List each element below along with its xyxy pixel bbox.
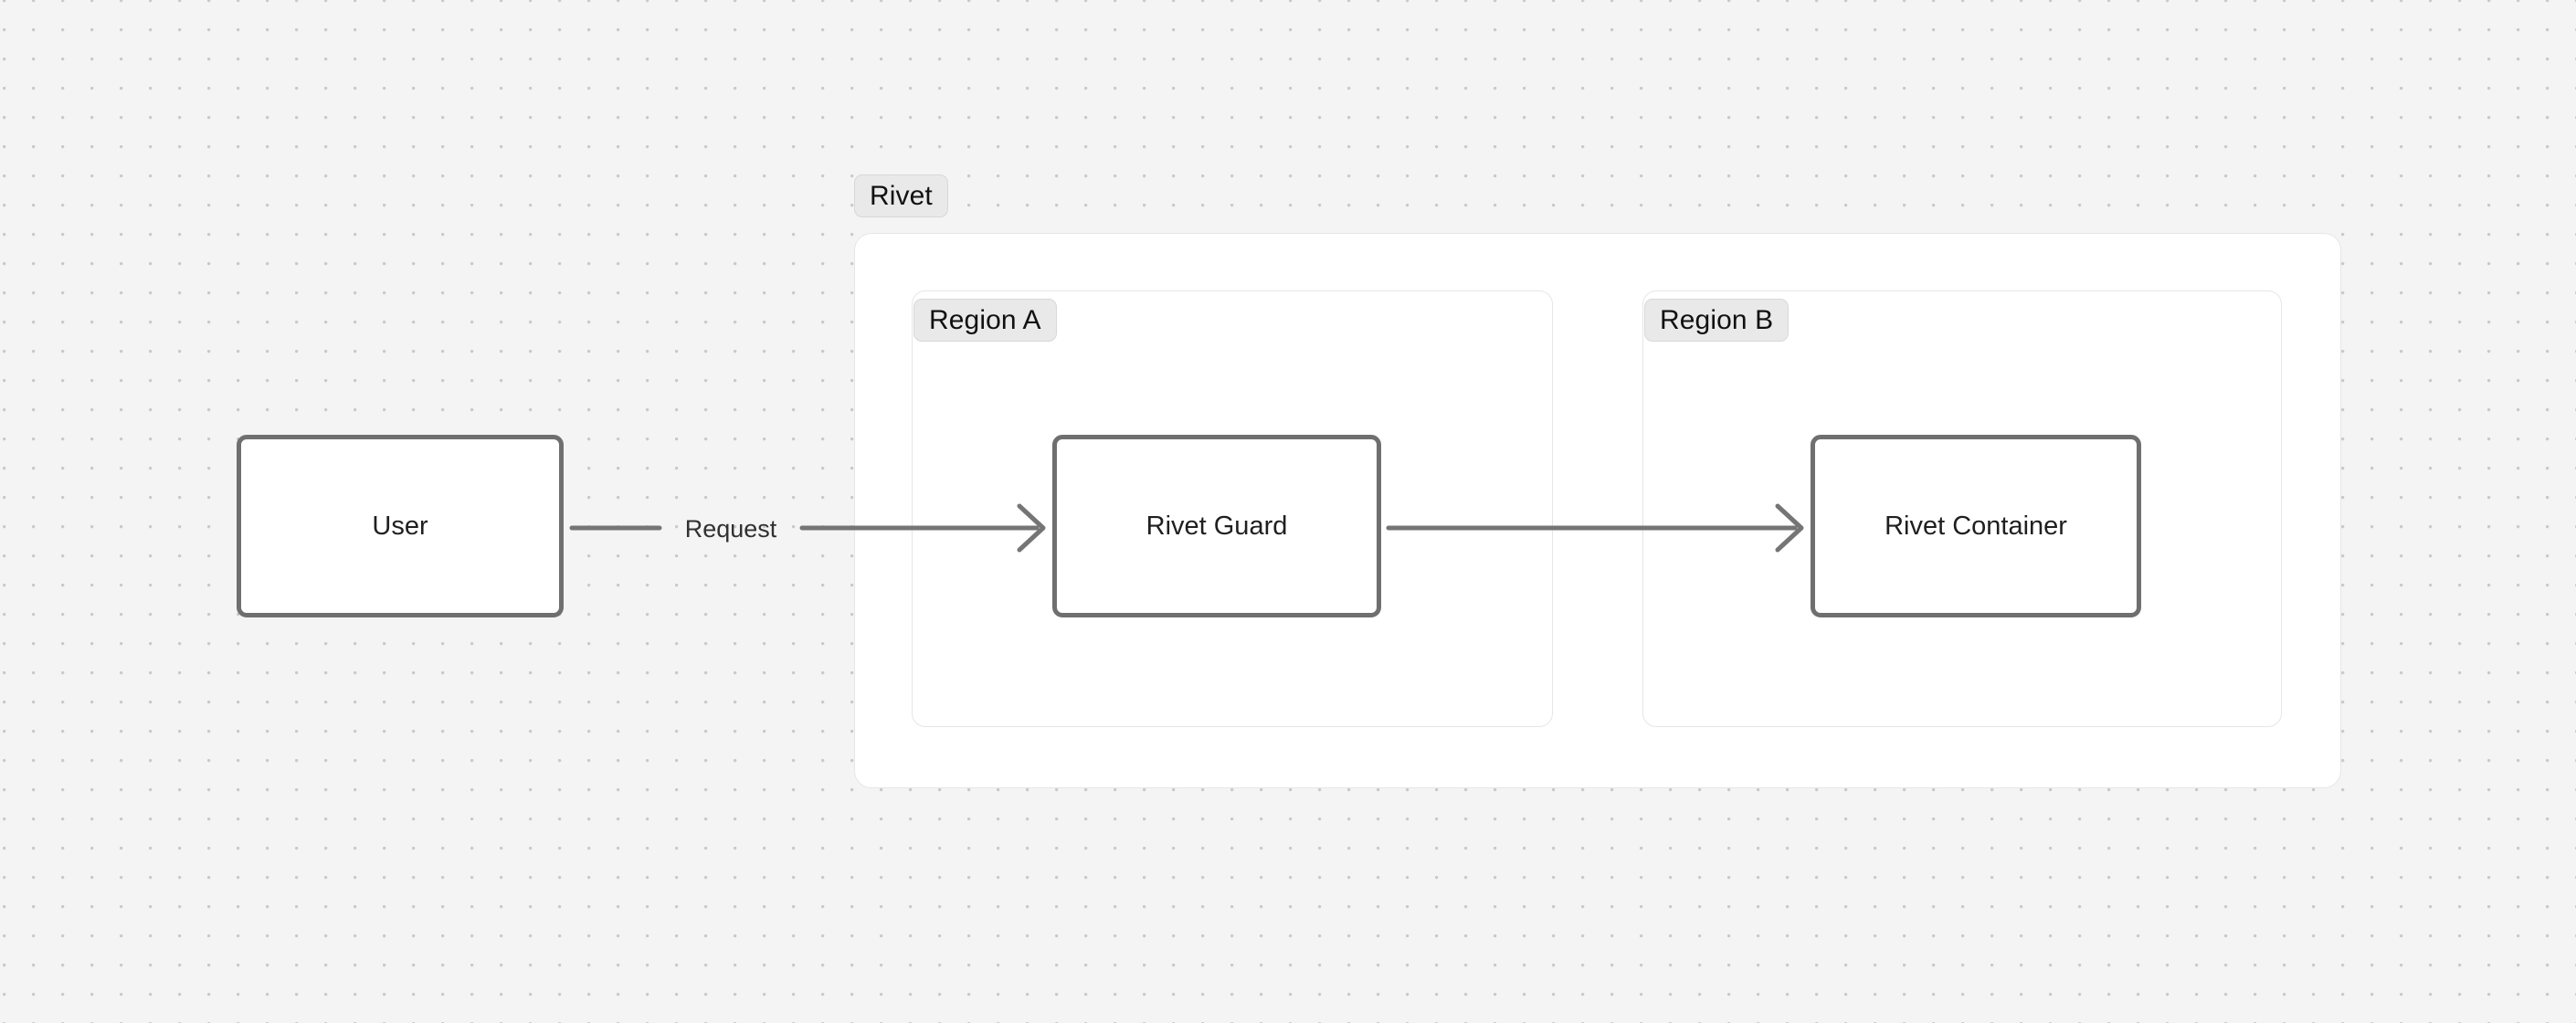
node-rivet-container[interactable]: Rivet Container — [1811, 435, 2141, 617]
cluster-label-region-a[interactable]: Region A — [913, 299, 1057, 342]
edge-label-request: Request — [684, 514, 777, 543]
cluster-label-rivet[interactable]: Rivet — [854, 174, 948, 217]
node-rivet-guard[interactable]: Rivet Guard — [1052, 435, 1381, 617]
node-user[interactable]: User — [237, 435, 564, 617]
cluster-label-region-b[interactable]: Region B — [1644, 299, 1789, 342]
